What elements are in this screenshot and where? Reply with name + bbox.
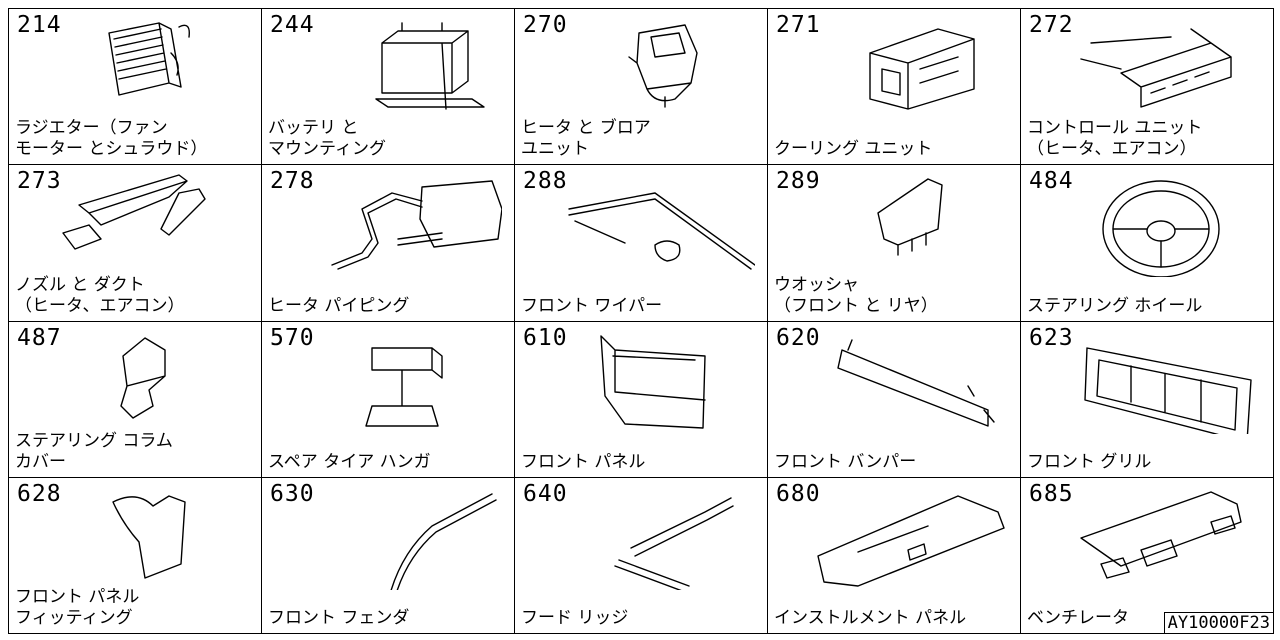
part-code: 244	[270, 12, 315, 38]
part-label: フロント ワイパー	[521, 295, 663, 316]
part-label: ノズル と ダクト（ヒータ、エアコン）	[15, 274, 185, 316]
fender-icon	[302, 482, 502, 595]
part-cell-270[interactable]: 270 ヒータ と ブロアユニット	[515, 9, 768, 166]
part-cell-628[interactable]: 628 フロント パネルフィッティング	[9, 477, 262, 634]
part-label: フロント フェンダ	[268, 608, 410, 628]
part-cell-271[interactable]: 271 クーリング ユニット	[768, 9, 1021, 166]
heater-piping-icon	[302, 169, 503, 277]
column-cover-icon	[49, 326, 249, 434]
reference-code: AY10000F23	[1163, 612, 1274, 634]
cooling-unit-icon	[808, 13, 1008, 121]
front-panel-icon	[555, 326, 755, 434]
part-cell-272[interactable]: 272 コントロール ユニット（ヒータ、エアコン）	[1021, 9, 1274, 166]
part-code: 289	[776, 168, 821, 195]
part-label: クーリング ユニット	[774, 139, 933, 160]
part-code: 570	[270, 324, 315, 351]
part-cell-484[interactable]: 484 ステアリング ホイール	[1021, 165, 1274, 322]
radiator-icon	[49, 13, 249, 121]
part-cell-244[interactable]: 244 バッテリ とマウンティング	[262, 9, 515, 166]
part-cell-214[interactable]: 214 ラジエター（ファンモーター とシュラウド）	[9, 9, 262, 166]
part-code: 273	[17, 168, 62, 195]
ventilator-icon	[1061, 482, 1261, 590]
part-label: ステアリング ホイール	[1027, 295, 1203, 316]
part-cell-623[interactable]: 623 フロント グリル	[1021, 321, 1274, 478]
bumper-icon	[808, 326, 1008, 434]
steering-wheel-icon	[1061, 169, 1261, 278]
tire-hanger-icon	[302, 326, 502, 434]
part-code: 270	[523, 12, 568, 38]
part-code: 271	[776, 12, 821, 38]
grille-icon	[1061, 326, 1261, 443]
part-cell-680[interactable]: 680 インストルメント パネル	[768, 477, 1021, 634]
part-label: フロント グリル	[1027, 451, 1152, 472]
part-label: コントロール ユニット（ヒータ、エアコン）	[1027, 118, 1203, 160]
wiper-icon	[555, 169, 756, 277]
part-label: ヒータ パイピング	[268, 295, 410, 316]
part-label: バッテリ とマウンティング	[268, 118, 386, 160]
part-cell-487[interactable]: 487 ステアリング コラムカバー	[9, 321, 262, 478]
part-cell-630[interactable]: 630 フロント フェンダ	[262, 477, 515, 634]
part-cell-685[interactable]: 685 ベンチレータ	[1021, 477, 1274, 634]
part-cell-288[interactable]: 288 フロント ワイパー	[515, 165, 768, 322]
hood-ledge-icon	[555, 482, 755, 593]
battery-icon	[302, 13, 502, 121]
part-label: フード リッジ	[521, 608, 629, 628]
part-cell-610[interactable]: 610 フロント パネル	[515, 321, 768, 478]
part-code: 278	[270, 168, 315, 195]
part-label: ヒータ と ブロアユニット	[521, 118, 651, 160]
parts-catalog-grid: 214 ラジエター（ファンモーター とシュラウド） 244 バッテリ とマウンテ…	[8, 8, 1274, 634]
part-code: 630	[270, 480, 315, 507]
part-code: 272	[1029, 12, 1074, 38]
part-cell-570[interactable]: 570 スペア タイア ハンガ	[262, 321, 515, 478]
part-cell-620[interactable]: 620 フロント バンパー	[768, 321, 1021, 478]
part-label: ベンチレータ	[1027, 608, 1129, 628]
part-code: 214	[17, 12, 62, 38]
part-label: フロント バンパー	[774, 451, 917, 472]
part-label: フロント パネルフィッティング	[15, 587, 140, 628]
part-code: 487	[17, 324, 62, 351]
part-code: 484	[1029, 168, 1074, 195]
part-cell-289[interactable]: 289 ウオッシャ（フロント と リヤ）	[768, 165, 1021, 322]
heater-blower-icon	[555, 13, 755, 121]
part-label: スペア タイア ハンガ	[268, 451, 431, 472]
instrument-panel-icon	[808, 482, 1008, 590]
part-code: 680	[776, 480, 821, 507]
part-code: 288	[523, 168, 568, 195]
part-cell-273[interactable]: 273 ノズル と ダクト（ヒータ、エアコン）	[9, 165, 262, 322]
panel-fitting-icon	[49, 482, 249, 590]
part-code: 620	[776, 324, 821, 351]
part-cell-278[interactable]: 278 ヒータ パイピング	[262, 165, 515, 322]
part-cell-640[interactable]: 640 フード リッジ	[515, 477, 768, 634]
part-code: 685	[1029, 480, 1074, 507]
part-label: インストルメント パネル	[774, 608, 967, 628]
part-label: フロント パネル	[521, 451, 646, 472]
part-code: 628	[17, 480, 62, 507]
washer-icon	[808, 169, 1008, 277]
part-label: ステアリング コラムカバー	[15, 430, 173, 472]
part-label: ラジエター（ファンモーター とシュラウド）	[15, 118, 208, 160]
part-code: 640	[523, 480, 568, 507]
part-code: 623	[1029, 324, 1074, 351]
part-code: 610	[523, 324, 568, 351]
control-unit-icon	[1061, 13, 1261, 121]
nozzle-duct-icon	[49, 169, 249, 277]
part-label: ウオッシャ（フロント と リヤ）	[774, 274, 938, 316]
